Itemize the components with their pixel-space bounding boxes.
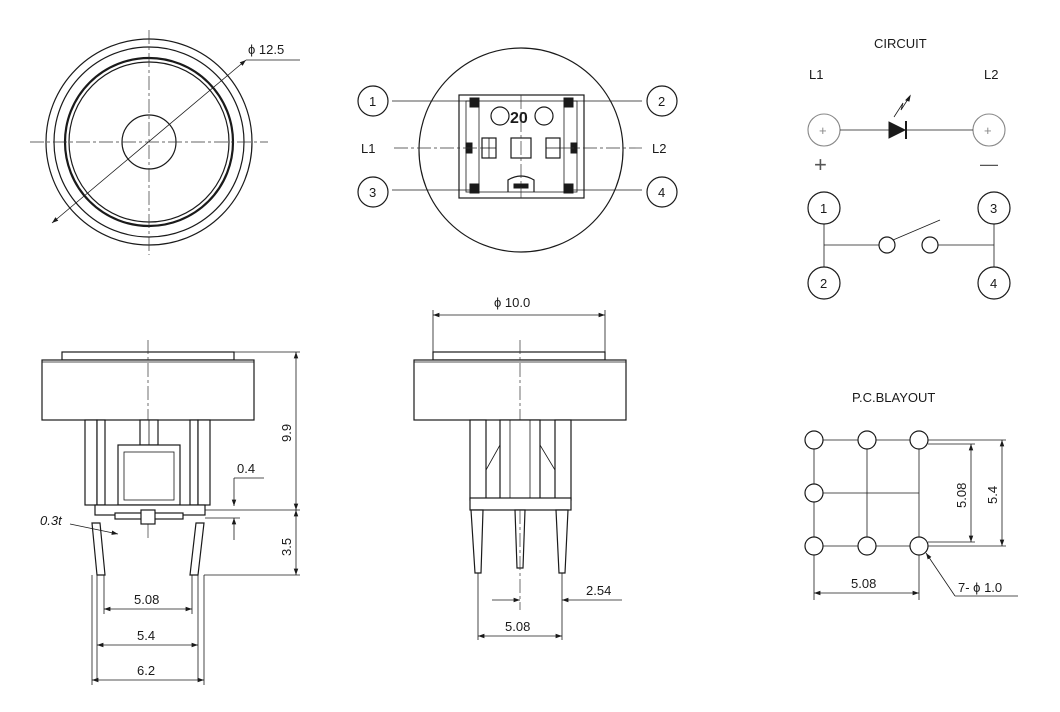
dim-pcb-v-a-label: 5.08	[954, 483, 969, 508]
pcb-layout: P.C.BLAYOUT 5.08 5.4 5.08 7- ϕ 1.0	[804, 390, 1018, 600]
side-view-right: ϕ 10.0 2.54 5.08	[413, 295, 627, 640]
circuit-l1-label: L1	[809, 67, 823, 82]
dim-diameter-label: ϕ 10.0	[494, 295, 530, 310]
marking-hole-right	[534, 106, 554, 126]
pin-right	[189, 522, 205, 576]
dim-stroke-label: 0.4	[237, 461, 255, 476]
light-emission-arrow	[905, 94, 911, 102]
dim-pcb-v-b-label: 5.4	[985, 486, 1000, 504]
switch-contact-left	[878, 236, 896, 254]
stem-body-inner	[123, 451, 175, 501]
led-plus-symbol: +	[819, 123, 827, 138]
led-label-left: L1	[361, 141, 375, 156]
contact-view: 20 1 2 3 4 L1 L2	[357, 47, 678, 253]
terminal-pad	[469, 183, 480, 194]
pcb-title: P.C.BLAYOUT	[852, 390, 935, 405]
dim-pitch-b-label: 5.4	[137, 628, 155, 643]
switch-contact-right	[921, 236, 939, 254]
thickness-leader	[69, 523, 119, 535]
pin-label: 1	[369, 94, 376, 109]
pin-label: 4	[990, 276, 997, 291]
housing-outer	[458, 94, 585, 199]
terminal-pad	[563, 97, 574, 108]
hole-leader	[925, 552, 956, 597]
contact-marking: 20	[510, 110, 528, 127]
pcb-hole	[804, 536, 824, 556]
pcb-hole	[909, 536, 929, 556]
dim-height-label: 9.9	[279, 424, 294, 442]
pin-balloon-2	[646, 85, 678, 117]
pin-balloon-4	[646, 176, 678, 208]
leg-left-inner	[96, 419, 106, 506]
stem	[499, 419, 541, 501]
center-pin-head	[140, 509, 156, 525]
body-right	[554, 419, 572, 501]
dim-half-pitch-label: 2.54	[586, 583, 611, 598]
circuit: CIRCUIT L1 L2 + + + — 1 3 2 4	[807, 36, 1011, 300]
dim-pitch-c-label: 6.2	[137, 663, 155, 678]
pin-balloon-1	[357, 85, 389, 117]
plus-sign: +	[814, 152, 827, 177]
minus-sign: —	[980, 154, 998, 174]
led-minus-symbol: +	[984, 123, 992, 138]
pin-label: 2	[820, 276, 827, 291]
diode-icon	[888, 121, 907, 139]
leg-right-outer	[197, 419, 211, 506]
pin-label: 2	[658, 94, 665, 109]
side-view-left: 9.9 3.5 0.4 0.3t 5.08 5.4 6.2	[40, 340, 300, 685]
circuit-l2-label: L2	[984, 67, 998, 82]
pin-left	[470, 509, 484, 574]
base-block	[469, 497, 572, 511]
pcb-hole	[857, 536, 877, 556]
diameter-leader	[51, 59, 247, 224]
dim-pcb-h-label: 5.08	[851, 576, 876, 591]
led-label-right: L2	[652, 141, 666, 156]
pin-label: 4	[658, 185, 665, 200]
hole-label: 7- ϕ 1.0	[958, 580, 1002, 595]
circuit-title: CIRCUIT	[874, 36, 927, 51]
pcb-hole	[909, 430, 929, 450]
stem-body	[117, 444, 181, 506]
terminal-pad	[469, 97, 480, 108]
dim-pitch-a-label: 5.08	[134, 592, 159, 607]
stem-taper	[485, 444, 556, 471]
top-view: ϕ 12.5	[30, 30, 300, 255]
pin-label: 1	[820, 201, 827, 216]
contact-outline	[418, 47, 624, 253]
switch-lever	[892, 219, 941, 241]
top-diameter-label: ϕ 12.5	[248, 42, 284, 57]
body-left	[469, 419, 487, 501]
light-emission-icon	[893, 95, 911, 118]
dim-pitch-label: 5.08	[505, 619, 530, 634]
pcb-hole	[804, 483, 824, 503]
pin-right	[555, 509, 569, 574]
thickness-label: 0.3t	[40, 513, 63, 528]
pcb-hole	[804, 430, 824, 450]
pin-balloon-3	[357, 176, 389, 208]
cap-top	[432, 351, 606, 361]
pin-label: 3	[369, 185, 376, 200]
terminal-pad	[563, 183, 574, 194]
dim-pin-label: 3.5	[279, 538, 294, 556]
pin-left	[91, 522, 106, 576]
leg-right-inner	[189, 419, 199, 506]
pin-label: 3	[990, 201, 997, 216]
marking-hole-left	[490, 106, 510, 126]
pcb-hole	[857, 430, 877, 450]
leg-left-outer	[84, 419, 98, 506]
